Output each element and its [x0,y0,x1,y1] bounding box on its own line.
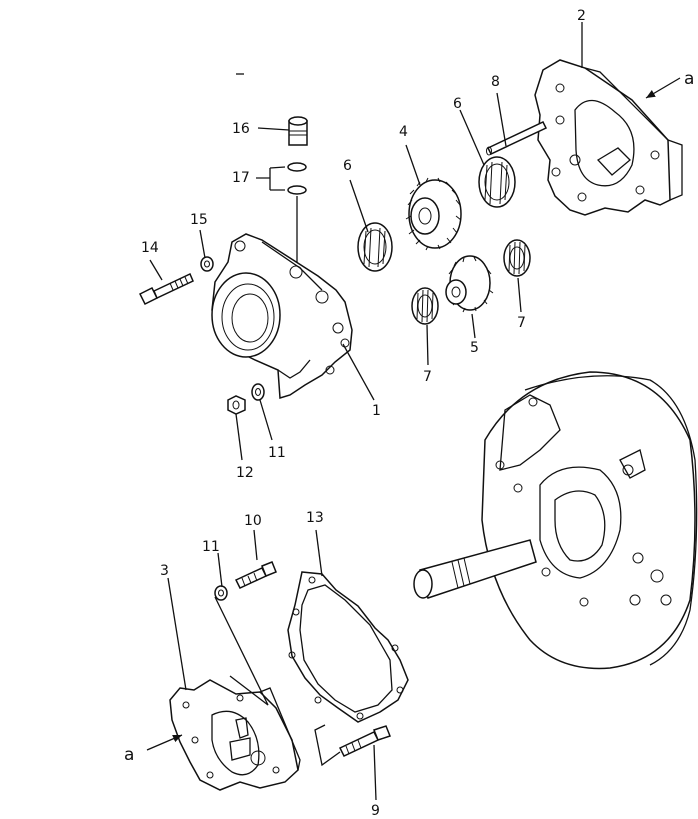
callout-10: 10 [244,513,262,529]
callout-15: 15 [190,212,208,228]
part-5-drive-gear [445,255,494,313]
part-10-bolt [234,561,277,589]
callout-13: 13 [306,510,324,526]
part-3-cover-plate [169,679,301,791]
callout-8: 8 [491,74,500,90]
transmission-case-flange [481,371,698,670]
part-8-dowel-pin [486,121,548,156]
callout-4: 4 [399,124,408,140]
part-7-needle-bearing-right [503,239,531,277]
callout-7-left: 7 [423,369,432,385]
callout-17: 17 [232,170,250,186]
part-14-bolt [138,272,194,306]
input-shaft [413,539,537,599]
part-1-pump-case [211,233,353,399]
part-9-bolt [338,725,391,757]
callout-12: 12 [236,465,254,481]
callout-11-upper: 11 [268,445,286,461]
part-6-needle-bearing-right [478,156,516,208]
callout-11-lower: 11 [202,539,220,555]
callout-14: 14 [141,240,159,256]
callout-16: 16 [232,121,250,137]
part-7-needle-bearing-left [411,287,439,325]
part-13-gasket [287,571,409,723]
part-11-washer-lower [214,585,228,601]
callout-9: 9 [371,803,380,819]
callout-2: 2 [577,8,586,24]
callout-6-right: 6 [453,96,462,112]
part-15-lock-washer [200,256,214,272]
part-16-nipple-fitting [288,116,308,146]
part-11-washer-upper [251,383,265,401]
part-6-needle-bearing-left [357,222,393,272]
callout-3: 3 [160,563,169,579]
leader-lines [146,22,681,801]
part-2-cover-plate [534,59,683,216]
part-12-nut [227,395,246,415]
callout-6-left: 6 [343,158,352,174]
callout-labels: 1 2 3 4 5 6 6 7 7 8 9 10 11 11 12 13 14 … [124,8,694,819]
reference-a-top: a [684,69,694,89]
callout-7-right: 7 [517,315,526,331]
callout-5: 5 [470,340,479,356]
part-17-o-rings [287,162,307,262]
reference-a-bottom: a [124,745,134,765]
callout-1: 1 [372,403,381,419]
part-4-idler-gear [405,177,462,251]
